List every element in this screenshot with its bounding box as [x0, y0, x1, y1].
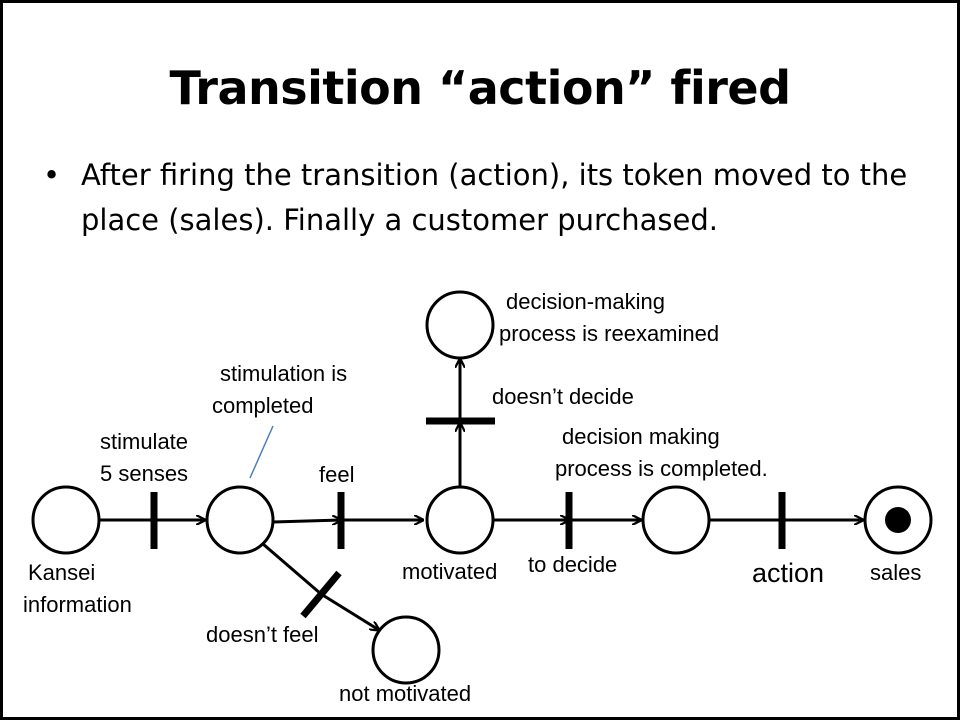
label-not-motivated: not motivated	[339, 681, 471, 706]
label-motivated: motivated	[402, 559, 497, 584]
label-sales: sales	[870, 560, 921, 585]
place-motivated	[425, 485, 495, 555]
label-action: action	[752, 558, 824, 588]
place-decision-completed	[641, 485, 711, 555]
bullet-item: • After firing the transition (action), …	[43, 153, 923, 243]
label-stimulate-line2: 5 senses	[100, 461, 188, 486]
label-reexamined-line1: decision-making	[506, 289, 665, 314]
arc-doesnt-feel-to-not-motivated	[320, 592, 379, 630]
bullet-marker: •	[43, 158, 61, 192]
petri-net-diagram: Kansei information stimulate 5 senses st…	[23, 289, 933, 706]
place-kansei-information	[31, 485, 101, 555]
token	[885, 507, 911, 533]
label-kansei-line1: Kansei	[28, 560, 95, 585]
label-doesnt-feel: doesn’t feel	[206, 622, 319, 647]
label-decision-completed-line2: process is completed.	[555, 456, 768, 481]
label-decision-completed-line1: decision making	[562, 424, 720, 449]
callout-line	[249, 425, 274, 479]
place-stimulation-completed	[205, 485, 275, 555]
arc-completed-to-feel	[272, 520, 341, 522]
arc-completed-to-doesnt-feel	[262, 542, 322, 596]
label-stimulation-completed-line2: completed	[212, 393, 314, 418]
bullet-text: After firing the transition (action), it…	[81, 158, 908, 237]
place-decision-reexamined	[425, 290, 495, 360]
label-doesnt-decide: doesn’t decide	[492, 384, 634, 409]
label-stimulate-line1: stimulate	[100, 429, 188, 454]
label-to-decide: to decide	[528, 552, 617, 577]
label-kansei-line2: information	[23, 592, 132, 617]
place-not-motivated	[371, 615, 441, 685]
label-stimulation-completed-line1: stimulation is	[220, 361, 347, 386]
label-reexamined-line2: process is reexamined	[499, 321, 719, 346]
slide-title: Transition “action” fired	[169, 61, 791, 115]
label-feel: feel	[319, 462, 354, 487]
